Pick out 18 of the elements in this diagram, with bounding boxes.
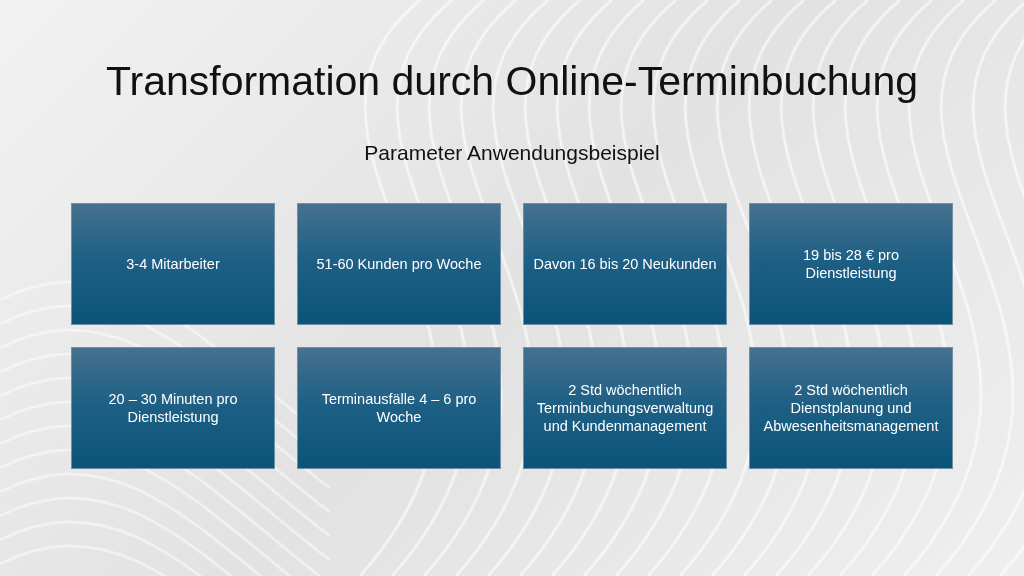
card-text: 2 Std wöchentlich Dienstplanung und Abwesenheitsmanagement (762, 381, 940, 435)
slide-title: Transformation durch Online-Terminbuchung (105, 58, 918, 105)
card-text: 19 bis 28 € pro Dienstleistung (802, 246, 900, 282)
parameter-card (297, 203, 501, 325)
parameter-card (297, 347, 501, 469)
card-text: Terminausfälle 4 – 6 pro Woche (320, 390, 478, 426)
parameter-card (749, 203, 953, 325)
card-text: 3-4 Mitarbeiter (126, 255, 220, 273)
parameter-card (749, 347, 953, 469)
subtitle: Parameter Anwendungsbeispiel (364, 141, 660, 165)
card-text: 20 – 30 Minuten pro Dienstleistung (107, 390, 239, 426)
card-text: Davon 16 bis 20 Neukunden (533, 255, 717, 273)
parameter-card (523, 347, 727, 469)
card-text: 2 Std wöchentlich Terminbuchungsverwaltung und Kundenmanagement (535, 381, 715, 435)
parameter-card (71, 347, 275, 469)
parameter-card (523, 203, 727, 325)
parameter-card (71, 203, 275, 325)
card-text: 51-60 Kunden pro Woche (316, 255, 482, 273)
